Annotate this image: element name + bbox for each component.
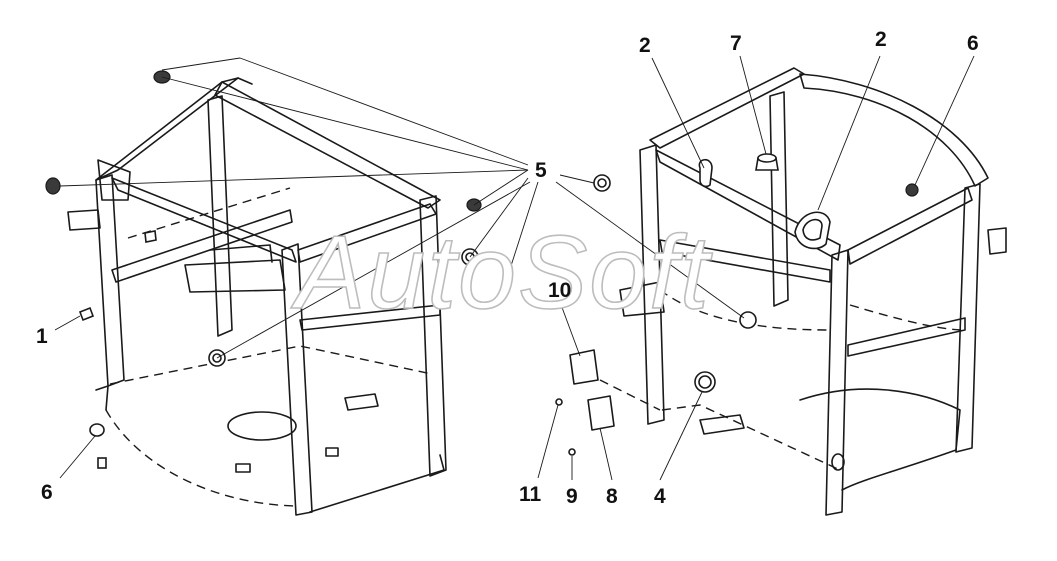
left-top-rear-beam [297,203,437,263]
left-cab-frame [67,77,447,516]
left-floor-bracket [344,393,379,411]
left-floor-curve [105,409,299,507]
left-mirror-bracket [67,209,101,231]
right-front-beam [655,149,841,261]
left-roof-dashed-edge [127,187,291,239]
callout-4: 4 [654,485,666,508]
right-side-bracket [987,227,1007,255]
callout-11: 11 [519,483,542,506]
left-rear-pillar [419,195,447,477]
bracket-dashed [599,379,661,411]
right-mid-beam-rear [847,317,966,357]
leader-lines [54,55,975,481]
left-dash-top [209,244,273,263]
right-center-pillar [769,91,789,307]
left-floor-stud-b [325,447,339,457]
bolt-1 [78,306,95,322]
callout-5: 5 [535,159,547,182]
bracket-10 [569,349,599,385]
left-floor-hole [227,411,297,441]
left-roof-rail-side [214,81,441,209]
callout-6-right: 6 [967,32,979,55]
right-roof-rail-curve [799,73,989,187]
callout-1: 1 [36,325,48,348]
left-center-pillar [207,95,233,337]
left-floor-edge-top [109,345,433,385]
right-parts [555,153,919,456]
handle-2-left [698,158,713,188]
screw-11 [555,398,563,406]
grommet-5-left [45,177,61,195]
screw-9 [568,448,576,456]
left-front-beam [111,177,297,263]
left-pillar-foot [95,385,109,411]
left-dash-bracket [184,259,286,293]
left-roof-corner [237,77,253,85]
right-floor-hole [831,453,845,471]
right-door-pillar [825,249,849,516]
right-roof-rail-front [649,67,805,149]
left-floor-stud-a [235,463,251,473]
left-corner-gusset [97,159,131,201]
left-parts [45,70,482,469]
bracket-8 [587,395,615,431]
seal-4-inner [698,375,712,389]
callout-2-left: 2 [639,34,651,57]
stud-left-bottom [97,457,107,469]
callout-9: 9 [566,485,578,508]
right-top-rear-beam [847,187,973,265]
right-floor-edge [661,404,841,471]
grommet-5-right-low [739,311,757,329]
right-mid-beam [659,239,831,283]
left-front-pillar [95,174,125,387]
grommet-5-far-inner [597,178,607,188]
right-roof-dashed [849,304,966,331]
right-floor-curve [799,388,961,491]
plug-6-right [905,183,919,197]
right-floor-bracket [699,414,745,435]
watermark-text: AutoSoft [290,215,713,331]
left-floor-rear [309,454,445,513]
callout-6-left: 6 [41,481,53,504]
plug-6-left [89,423,105,437]
right-inner-dashed [659,289,831,331]
callout-2-right: 2 [875,28,887,51]
right-cab-frame [569,67,1007,516]
callout-7: 7 [730,32,742,55]
handle-2-right-inner [802,218,823,241]
callout-8: 8 [606,485,618,508]
callout-labels: 1 6 5 10 2 7 2 6 11 9 8 4 [36,28,979,508]
bolt-left-upper [144,230,157,243]
plug-7-top [757,153,777,163]
right-lower-bracket [619,281,665,317]
right-front-pillar [639,144,665,425]
left-mid-beam-rear [299,304,441,331]
callout-10: 10 [548,279,571,302]
left-mid-beam [111,209,293,283]
